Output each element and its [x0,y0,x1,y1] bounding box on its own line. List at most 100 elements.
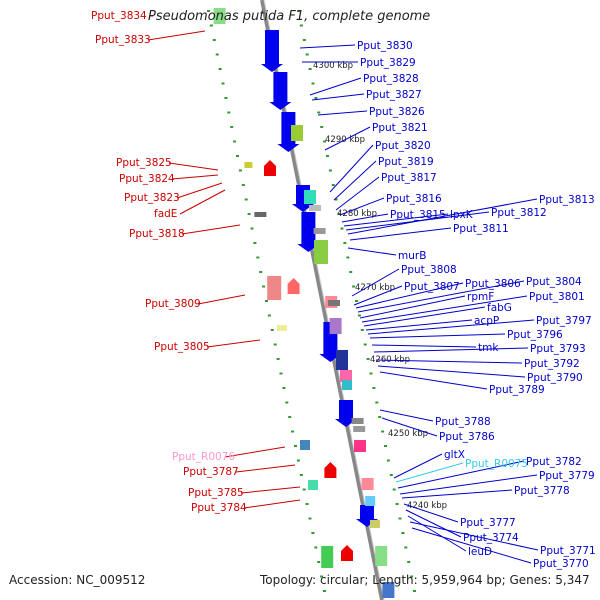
gene-label[interactable]: murB [398,250,426,262]
gene-label[interactable]: Pput_3817 [381,172,437,184]
gene-feature[interactable] [244,162,253,168]
gene-label[interactable]: Pput_3806 [465,278,521,290]
gene-feature[interactable] [336,350,348,370]
gene-feature[interactable] [382,582,395,598]
gene-label[interactable]: Pput_R0076 [172,451,235,463]
gene-label[interactable]: gltX [444,449,465,461]
gene-label[interactable]: Pput_3779 [539,470,595,482]
gene-label[interactable]: Pput_3790 [527,372,583,384]
gene-label[interactable]: fadE [154,208,177,220]
gene-label[interactable]: Pput_3787 [183,466,239,478]
gene-label[interactable]: Pput_3777 [460,517,516,529]
gene-label[interactable]: Pput_3827 [366,89,422,101]
gene-label[interactable]: rpmF [467,291,494,303]
gene-label[interactable]: Pput_3824 [119,173,175,185]
gene-label[interactable]: Pput_3811 [453,223,509,235]
gene-feature[interactable] [351,418,364,424]
gene-feature[interactable] [365,496,376,506]
gene-feature[interactable] [335,400,357,427]
gene-feature[interactable] [341,545,353,561]
gene-feature[interactable] [342,380,352,390]
gene-label[interactable]: Pput_3820 [375,140,431,152]
gene-label[interactable]: Pput_3801 [529,291,585,303]
gene-feature[interactable] [314,240,328,264]
gene-label[interactable]: acpP [474,315,499,327]
gene-feature[interactable] [297,212,320,252]
gene-label[interactable]: Pput_3805 [154,341,210,353]
gene-label[interactable]: Pput_3807 [404,281,460,293]
gene-feature[interactable] [353,426,366,432]
gene-label[interactable]: Pput_3825 [116,157,172,169]
gene-feature[interactable] [269,72,292,110]
gene-label[interactable]: Pput_3797 [536,315,592,327]
gene-label[interactable]: Pput_3808 [401,264,457,276]
label-leaders [147,30,539,564]
gene-feature[interactable] [375,546,388,566]
gene-feature[interactable] [340,370,352,382]
gene-feature[interactable] [324,462,337,478]
gene-label[interactable]: Pput_3829 [360,57,416,69]
gene-label[interactable]: Pput_3809 [145,298,201,310]
gene-label[interactable]: Pput_3821 [372,122,428,134]
gene-label[interactable]: Pput_3796 [507,329,563,341]
gene-label[interactable]: Pput_3784 [191,502,247,514]
gene-label[interactable]: Pput_3770 [533,558,589,570]
gene-feature[interactable] [308,480,318,490]
gene-feature[interactable] [264,160,276,176]
gene-label[interactable]: Pput_3789 [489,384,545,396]
tick-mark [279,372,283,375]
gene-label[interactable]: Pput_3782 [526,456,582,468]
gene-label[interactable]: Pput_3813 [539,194,595,206]
gene-label[interactable]: tmk [478,342,499,354]
gene-label[interactable]: Pput_3833 [95,34,151,46]
gene-feature[interactable] [313,228,326,234]
gene-label[interactable]: Pput_3823 [124,192,180,204]
gene-label[interactable]: Pput_3792 [524,358,580,370]
gene-label[interactable]: Pput_3788 [435,416,491,428]
gene-feature[interactable] [213,8,226,24]
gene-label[interactable]: Pput_3793 [530,343,586,355]
gene-feature[interactable] [329,318,342,334]
gene-label[interactable]: Pput_3774 [463,532,519,544]
gene-feature[interactable] [277,325,287,331]
gene-feature[interactable] [254,212,267,217]
gene-feature[interactable] [321,546,334,568]
gene-label[interactable]: Pput_3812 [491,207,547,219]
gene-feature[interactable] [291,125,303,141]
gene-label[interactable]: Pput_3828 [363,73,419,85]
gene-label[interactable]: Pput_3778 [514,485,570,497]
gene-feature[interactable] [304,190,316,204]
tick-mark [357,314,361,317]
gene-label[interactable]: Pput_3830 [357,40,413,52]
gene-label[interactable]: Pput_3815 [390,209,446,221]
gene-feature[interactable] [370,520,380,528]
gene-label[interactable]: Pput_3786 [439,431,495,443]
gene-feature[interactable] [300,440,310,450]
gene-label[interactable]: Pput_3819 [378,156,434,168]
gene-feature[interactable] [354,440,366,452]
gene-feature[interactable] [328,300,340,306]
gene-feature[interactable] [287,278,300,294]
gene-label[interactable]: Pput_3818 [129,228,185,240]
scale-label: 4280 kbp [337,209,377,219]
title-text: Pseudomonas putida F1, complete genome [148,9,431,24]
gene-feature[interactable] [261,30,283,72]
title-prefix[interactable]: Pput_3834 - [91,10,154,22]
reverse-genes [213,8,353,568]
gene-label[interactable]: lpxK [450,209,474,221]
tick-mark [294,445,297,447]
gene-label[interactable]: leuD [468,546,492,558]
gene-feature[interactable] [277,112,300,152]
gene-label[interactable]: Pput_3804 [526,276,582,288]
gene-label[interactable]: Pput_3785 [188,487,244,499]
gene-feature[interactable] [361,478,374,490]
tick-mark [314,546,318,549]
gene-label[interactable]: Pput_3816 [386,193,442,205]
gene-feature[interactable] [309,205,321,211]
gene-feature[interactable] [267,276,282,300]
gene-label[interactable]: Pput_R0075 [465,458,528,470]
gene-label[interactable]: fabG [487,302,512,314]
gene-label[interactable]: Pput_3771 [540,545,596,557]
gene-label[interactable]: Pput_3826 [369,106,425,118]
tick-mark [273,343,277,346]
